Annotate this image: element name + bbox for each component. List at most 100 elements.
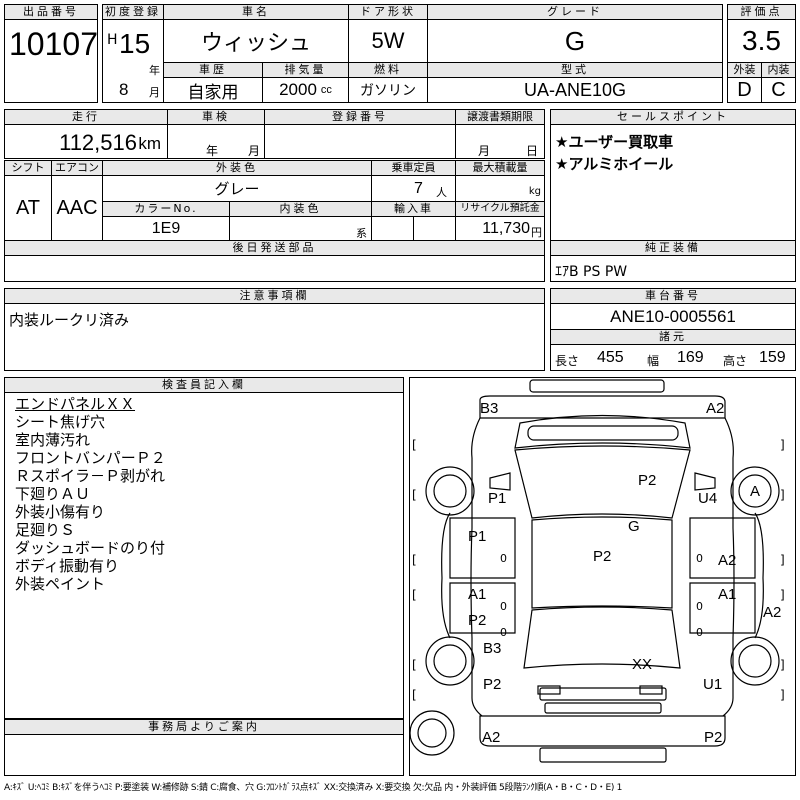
office-cell (4, 734, 404, 776)
int-value: C (761, 77, 796, 103)
inspector-line: 外装ペイント (15, 575, 106, 593)
inspector-cell: エンドパネルＸＸ シート焦げ穴 室内薄汚れ フロントバンパーＰ２ Ｒスポイラ－Ｐ… (4, 392, 404, 719)
transfer-day-unit: 日 (526, 144, 539, 158)
damage-mark: A1 (468, 586, 487, 603)
damage-mark: B3 (480, 400, 499, 417)
transfer-doc-cell: 月 日 (455, 124, 545, 159)
height-value: 159 (759, 349, 786, 366)
ext-color-header: 外装色 (102, 160, 372, 176)
inspector-line: シート焦げ穴 (15, 413, 106, 431)
shift-value: AT (4, 175, 52, 241)
inspector-line: 下廻りＡＵ (15, 485, 91, 503)
door-value: 5W (348, 19, 428, 63)
mileage-unit: km (138, 134, 161, 153)
damage-mark: P2 (704, 729, 723, 746)
mileage-value: 112,516 (59, 130, 137, 155)
month-unit: 月 (149, 86, 160, 99)
height-label: 高さ (723, 354, 748, 368)
chassis-value: ANE10-0005561 (550, 303, 796, 330)
bracket: [ (412, 688, 417, 702)
width-value: 169 (677, 349, 704, 366)
import-cell-right (413, 216, 456, 241)
inspector-line: フロントバンパーＰ２ (15, 449, 166, 467)
equipment-value: ｴｱB PS PW (555, 264, 628, 280)
zero-mark: 0 (696, 552, 703, 565)
recycle-header: リサイクル預託金 (455, 201, 545, 217)
damage-mark: P2 (468, 612, 487, 629)
inspector-line: 外装小傷有り (15, 503, 106, 521)
inspection-header: 車検 (167, 109, 265, 125)
bracket: ] (780, 688, 785, 702)
mileage-header: 走行 (4, 109, 168, 125)
year-value: 15 (119, 28, 151, 59)
ac-header: エアコン (51, 160, 103, 176)
inspector-header: 検査員記入欄 (4, 377, 404, 393)
int-color-header: 内装色 (229, 201, 372, 217)
bracket: ] (780, 658, 785, 672)
later-parts-header: 後日発送部品 (4, 240, 545, 256)
notes-header: 注意事項欄 (4, 288, 545, 304)
load-header: 最大積載量 (455, 160, 545, 176)
zero-mark: 0 (696, 600, 703, 613)
seats-unit: 人 (436, 186, 447, 199)
inspector-line: ボディ振動有り (15, 557, 119, 575)
score-header: 評価点 (727, 4, 796, 20)
ext-value: D (727, 77, 762, 103)
chassis-header: 車台番号 (550, 288, 796, 304)
ext-color-value: グレー (102, 175, 372, 202)
inspector-line: 室内薄汚れ (15, 431, 91, 449)
bracket: ] (780, 588, 785, 602)
bracket: ] (780, 553, 785, 567)
first-reg-header: 初度登録 (102, 4, 164, 20)
damage-mark: P2 (593, 548, 612, 565)
damage-mark: B3 (483, 640, 502, 657)
score-value: 3.5 (727, 19, 796, 63)
equipment-cell: ｴｱB PS PW (550, 255, 796, 282)
bracket: [ (412, 658, 417, 672)
sales-point-2: ★アルミホイール (555, 155, 674, 173)
int-color-suffix: 系 (356, 227, 367, 240)
reg-no-cell (264, 124, 456, 159)
length-label: 長さ (555, 354, 580, 368)
load-cell: kg (455, 175, 545, 202)
recycle-cell: 11,730 円 (455, 216, 545, 241)
displacement-unit: cc (320, 84, 332, 96)
color-no-header: カラーNo. (102, 201, 230, 217)
grade-value: G (427, 19, 723, 63)
damage-diagram: B3 A2 P1 P2 U4 A P1 G P2 A2 A1 A1 P2 A2 … (409, 377, 796, 776)
fuel-header: 燃料 (348, 62, 428, 78)
inspection-month-unit: 月 (248, 144, 261, 158)
damage-mark: P2 (483, 676, 502, 693)
zero-mark: 0 (500, 552, 507, 565)
car-outline (410, 379, 780, 763)
transfer-month-unit: 月 (478, 144, 491, 158)
import-header: 輸入車 (371, 201, 456, 217)
inspector-line: 足廻りＳ (15, 521, 76, 539)
zero-mark: 0 (500, 626, 507, 639)
spec-header: 諸元 (550, 329, 796, 345)
recycle-value: 11,730 (482, 220, 530, 237)
bracket: [ (412, 438, 417, 452)
damage-mark: A2 (482, 729, 501, 746)
legend-text: A:ｷｽﾞ U:ﾍｺﾐ B:ｷｽﾞを伴うﾍｺﾐ P:要塗装 W:補修跡 S:錆 … (4, 783, 623, 793)
recycle-unit: 円 (531, 226, 542, 239)
reg-no-header: 登録番号 (264, 109, 456, 125)
history-value: 自家用 (163, 77, 263, 103)
sales-header: セールスポイント (550, 109, 796, 125)
bracket: [ (412, 588, 417, 602)
notes-cell: 内装ルークリ済み (4, 303, 545, 371)
grade-header: グレード (427, 4, 723, 20)
damage-mark: A2 (763, 604, 782, 621)
color-no-value: 1E9 (102, 216, 230, 241)
era-value: H (107, 32, 118, 48)
bracket: [ (412, 488, 417, 502)
seats-header: 乗車定員 (371, 160, 456, 176)
inspector-line: エンドパネルＸＸ (15, 395, 136, 413)
bracket: ] (780, 438, 785, 452)
door-header: ドア形状 (348, 4, 428, 20)
int-header: 内装 (761, 62, 796, 78)
damage-mark: A (750, 483, 761, 500)
bracket: [ (412, 553, 417, 567)
sales-cell: ★ユーザー買取車 ★アルミホイール (550, 124, 796, 241)
damage-mark: U1 (703, 676, 723, 693)
